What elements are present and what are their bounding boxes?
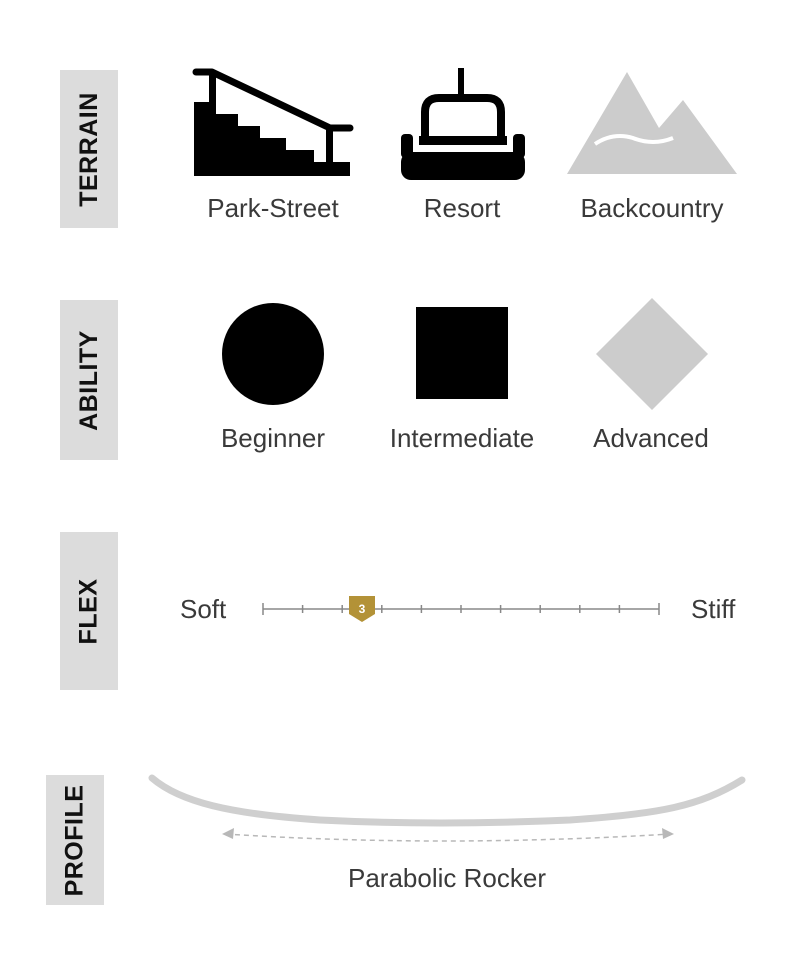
flex-soft-label: Soft xyxy=(180,594,227,624)
terrain-label-text: TERRAIN xyxy=(74,91,103,207)
ability-section-label: ABILITY xyxy=(60,300,118,460)
chairlift-icon xyxy=(401,68,525,180)
flex-marker-value: 3 xyxy=(359,602,366,616)
profile-section-label: PROFILE xyxy=(46,775,104,905)
terrain-item-park-street: Park-Street xyxy=(207,193,339,223)
ability-item-intermediate: Intermediate xyxy=(389,423,535,453)
profile-rocker-icon xyxy=(148,774,746,842)
profile-label-text: PROFILE xyxy=(60,784,89,896)
diamond-icon xyxy=(596,298,708,410)
terrain-item-backcountry: Backcountry xyxy=(580,193,724,223)
mountain-icon xyxy=(567,72,737,174)
flex-scale: 3 xyxy=(262,596,660,622)
ability-item-advanced: Advanced xyxy=(593,423,709,453)
flex-stiff-label: Stiff xyxy=(691,594,736,624)
terrain-section-label: TERRAIN xyxy=(60,70,118,228)
flex-section-label: FLEX xyxy=(60,532,118,690)
flex-label-text: FLEX xyxy=(74,578,103,644)
ability-label-text: ABILITY xyxy=(74,329,103,431)
terrain-item-resort: Resort xyxy=(423,193,501,223)
square-icon xyxy=(416,307,508,399)
stairs-rail-icon xyxy=(192,68,354,176)
flex-marker: 3 xyxy=(349,596,375,622)
circle-icon xyxy=(222,303,324,405)
profile-name: Parabolic Rocker xyxy=(348,863,546,893)
ability-item-beginner: Beginner xyxy=(220,423,326,453)
